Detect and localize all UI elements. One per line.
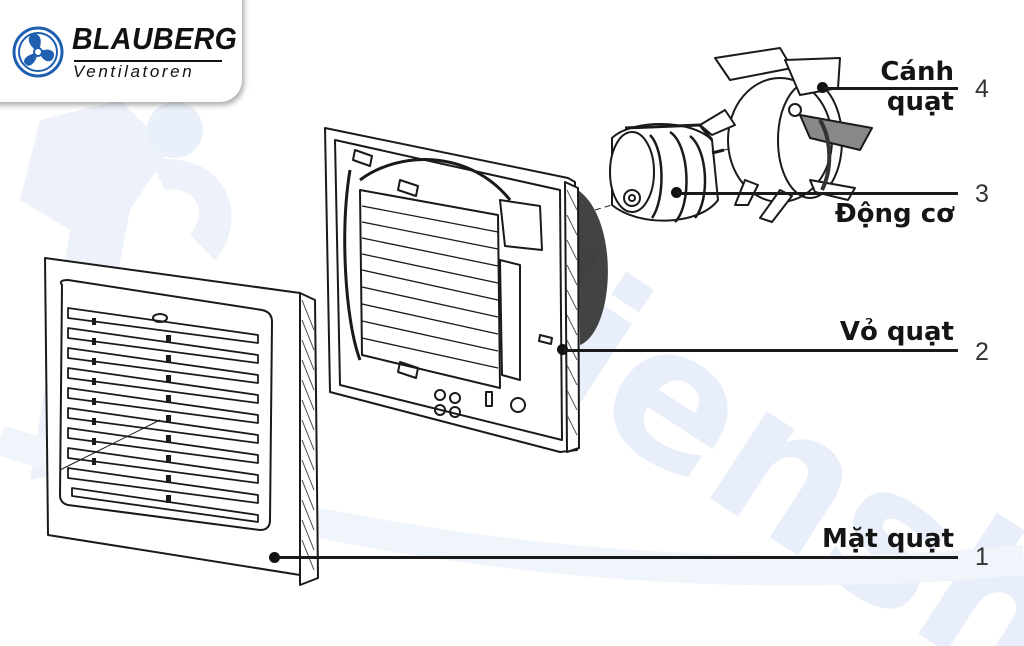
brand-logo-card: BLAUBERG Ventilatoren	[0, 0, 242, 102]
callout-dot-2	[557, 344, 568, 355]
brand-tagline: Ventilatoren	[73, 62, 195, 81]
front-grille-drawing	[44, 257, 319, 586]
callout-dot-3	[671, 187, 682, 198]
part-label-4-line2: quạt	[886, 87, 954, 117]
callout-dot-1	[269, 552, 280, 563]
part-label-3: Động cơ	[834, 199, 954, 229]
housing-drawing	[324, 127, 608, 453]
part-label-2: Vỏ quạt	[839, 317, 954, 347]
part-number-2: 2	[975, 338, 989, 366]
brand-divider	[74, 60, 222, 62]
motor-drawing	[594, 123, 771, 223]
part-label-4-line1: Cánh	[880, 57, 954, 87]
impeller-drawing	[699, 47, 873, 223]
leader-line-4	[823, 87, 958, 90]
callout-dot-4	[817, 82, 828, 93]
fan-logo-icon	[12, 26, 64, 78]
leader-line-2	[563, 349, 958, 352]
part-number-4: 4	[975, 75, 989, 103]
leader-line-3	[677, 192, 958, 195]
brand-name: BLAUBERG	[72, 21, 238, 56]
part-number-3: 3	[975, 180, 989, 208]
leader-line-1	[275, 556, 958, 559]
part-number-1: 1	[975, 543, 989, 571]
part-label-1: Mặt quạt	[822, 524, 954, 554]
